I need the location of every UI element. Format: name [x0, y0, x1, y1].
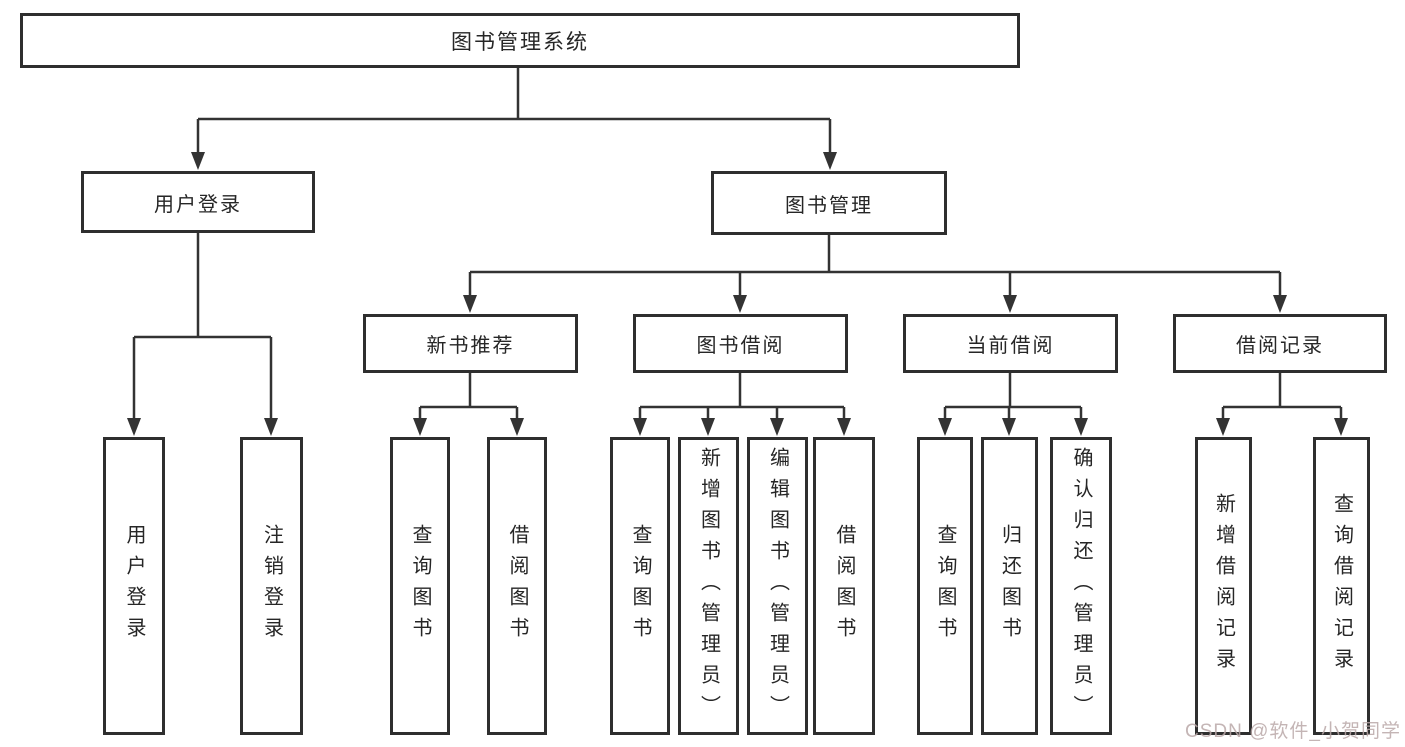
node-new-book-recommendation: 新书推荐 — [363, 314, 578, 373]
leaf-add-borrow-record: 新增借阅记录 — [1195, 437, 1252, 735]
leaf-borrow-books: 借阅图书 — [487, 437, 547, 735]
connector-root-to-level2 — [196, 68, 832, 155]
connector-bookmgmt-to-level3 — [468, 235, 1282, 298]
arrow-down-icon — [701, 418, 715, 436]
arrow-down-icon — [463, 295, 477, 313]
arrow-down-icon — [1273, 295, 1287, 313]
arrow-down-icon — [823, 152, 837, 170]
csdn-watermark: CSDN @软件_小贺同学 — [1185, 721, 1401, 742]
arrow-down-icon — [1002, 418, 1016, 436]
arrow-down-icon — [1334, 418, 1348, 436]
connector-currentborrow-to-leaves — [943, 373, 1083, 421]
arrow-down-icon — [413, 418, 427, 436]
arrow-down-icon — [770, 418, 784, 436]
node-book-borrowing: 图书借阅 — [633, 314, 848, 373]
leaf-edit-books-admin: 编辑图书（管理员） — [747, 437, 808, 735]
leaf-query-books: 查询图书 — [610, 437, 670, 735]
node-user-login: 用户登录 — [81, 171, 315, 233]
arrow-down-icon — [1003, 295, 1017, 313]
node-book-management: 图书管理 — [711, 171, 947, 235]
connector-newbook-to-leaves — [418, 373, 519, 421]
node-library-management-system: 图书管理系统 — [20, 13, 1020, 68]
leaf-add-books-admin: 新增图书（管理员） — [678, 437, 739, 735]
arrow-down-icon — [264, 418, 278, 436]
leaf-confirm-return-admin: 确认归还（管理员） — [1050, 437, 1112, 735]
leaf-query-borrow-record: 查询借阅记录 — [1313, 437, 1370, 735]
leaf-return-books: 归还图书 — [981, 437, 1038, 735]
arrow-down-icon — [837, 418, 851, 436]
arrow-down-icon — [191, 152, 205, 170]
leaf-logout: 注销登录 — [240, 437, 303, 735]
leaf-user-login: 用户登录 — [103, 437, 165, 735]
arrow-down-icon — [1074, 418, 1088, 436]
arrow-down-icon — [938, 418, 952, 436]
arrow-down-icon — [1216, 418, 1230, 436]
arrow-down-icon — [510, 418, 524, 436]
node-current-borrowing: 当前借阅 — [903, 314, 1118, 373]
arrow-down-icon — [733, 295, 747, 313]
connector-bookborrow-to-leaves — [638, 373, 846, 421]
connector-userlogin-to-leaves — [132, 233, 273, 421]
node-borrowing-records: 借阅记录 — [1173, 314, 1387, 373]
arrowheads — [127, 152, 1348, 436]
leaf-query-books: 查询图书 — [917, 437, 973, 735]
arrow-down-icon — [633, 418, 647, 436]
leaf-borrow-books: 借阅图书 — [813, 437, 875, 735]
arrow-down-icon — [127, 418, 141, 436]
leaf-query-books: 查询图书 — [390, 437, 450, 735]
connector-borrowrecord-to-leaves — [1221, 373, 1343, 421]
